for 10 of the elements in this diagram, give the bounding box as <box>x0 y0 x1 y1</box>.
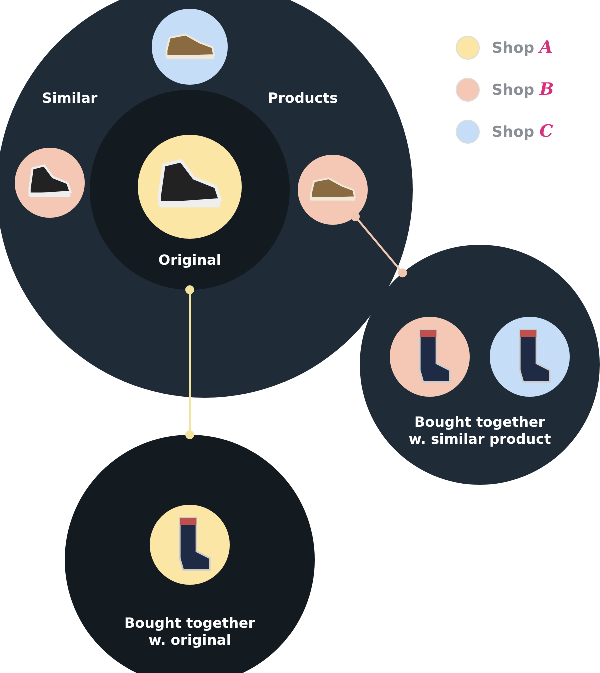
connector-line <box>351 212 408 278</box>
connector-line <box>186 286 194 440</box>
legend-label: Shop C <box>492 122 554 142</box>
circle-label: Products <box>266 91 340 108</box>
legend-label: Shop B <box>492 80 554 100</box>
circle-label: Similar <box>41 91 99 108</box>
circle-label: Bought together w. original <box>124 616 256 650</box>
circle-label: Bought together w. similar product <box>408 415 552 449</box>
legend-label: Shop A <box>492 38 553 58</box>
circle-label: Original <box>158 253 222 270</box>
